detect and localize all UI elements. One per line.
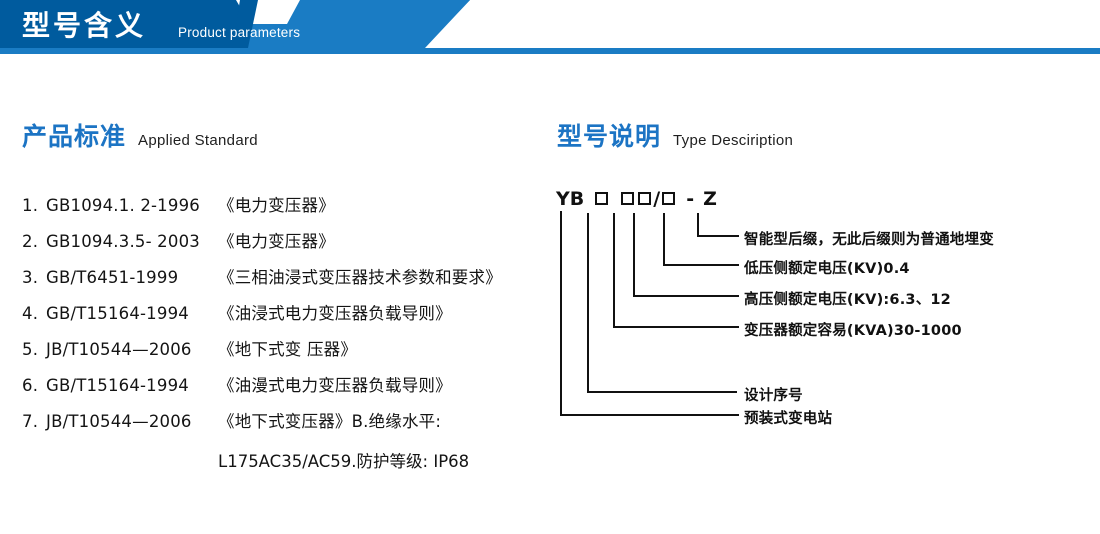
standard-code: GB1094.1. 2-1996 (46, 196, 200, 215)
type-code-diagram: YB / -Z 智能型后缀，无此后缀则为普通地埋变 低压侧额定电压(KV)0.4 高… (548, 188, 1093, 427)
type-code-prefix: YB (556, 188, 585, 210)
type-label-suffix: 智能型后缀，无此后缀则为普通地埋变 (744, 232, 994, 248)
standard-index: 1. (22, 196, 39, 215)
type-label-lv-voltage: 低压侧额定电压(KV)0.4 (744, 261, 910, 277)
standard-continuation-line: L175AC35/AC59.防护等级: IP68 (218, 452, 470, 471)
standard-title: 《油漫式电力变压器负载导则》 (218, 376, 452, 395)
type-label-capacity: 变压器额定容易(KVA)30-1000 (744, 323, 962, 339)
banner-shape (0, 0, 1100, 54)
list-item: 4. GB/T15164-1994 《油浸式电力变压器负载导则》 (22, 300, 552, 336)
section-heading-en: Type Desciription (673, 132, 794, 149)
banner-dark-edge (232, 0, 258, 48)
standard-title: 《电力变压器》 (218, 196, 335, 215)
list-item: 3. GB/T6451-1999 《三相油浸式变压器技术参数和要求》 (22, 264, 552, 300)
standard-index: 7. (22, 412, 39, 431)
standard-index: 3. (22, 268, 39, 287)
standard-code: JB/T10544—2006 (46, 340, 192, 359)
standard-title: 《油浸式电力变压器负载导则》 (218, 304, 452, 323)
code-box-capacity-1 (621, 192, 635, 205)
leader-capacity (613, 213, 739, 328)
code-box-design-no (595, 192, 609, 205)
standard-code: GB1094.3.5- 2003 (46, 232, 200, 251)
section-heading-cn: 产品标准 (22, 122, 127, 151)
list-item: 2. GB1094.3.5- 2003 《电力变压器》 (22, 228, 552, 264)
standard-code: GB/T15164-1994 (46, 304, 189, 323)
standard-index: 5. (22, 340, 39, 359)
section-heading-en: Applied Standard (138, 132, 258, 149)
banner-subtitle: Product parameters (178, 25, 301, 40)
list-item: 1. GB1094.1. 2-1996 《电力变压器》 (22, 192, 552, 228)
section-heading-type-description: 型号说明 Type Desciription (557, 117, 793, 153)
type-label-hv-voltage: 高压侧额定电压(KV):6.3、12 (744, 292, 951, 308)
section-heading-cn: 型号说明 (557, 122, 662, 151)
leader-lines (560, 211, 739, 416)
list-item: 6. GB/T15164-1994 《油漫式电力变压器负载导则》 (22, 372, 552, 408)
banner-bottom-rule (0, 48, 1100, 54)
standard-index: 6. (22, 376, 39, 395)
standard-index: 2. (22, 232, 39, 251)
type-code-string: YB / -Z (556, 188, 717, 210)
list-item: 5. JB/T10544—2006 《地下式变 压器》 (22, 336, 552, 372)
leader-hv-voltage (633, 213, 739, 297)
leader-substation (560, 211, 739, 416)
type-code-separator: / (653, 188, 661, 210)
standard-code: GB/T6451-1999 (46, 268, 179, 287)
standards-list: 1. GB1094.1. 2-1996 《电力变压器》 2. GB1094.3.… (22, 192, 552, 480)
standard-title: 《电力变压器》 (218, 232, 335, 251)
leader-lv-voltage (663, 213, 739, 266)
type-code-suffix: Z (703, 188, 717, 210)
leader-design-no (587, 213, 737, 393)
standard-title: 《地下式变压器》B.绝缘水平: (218, 412, 442, 431)
standard-index: 4. (22, 304, 39, 323)
type-label-substation: 预装式变电站 (744, 411, 833, 427)
standard-title: 《三相油浸式变压器技术参数和要求》 (218, 268, 502, 287)
code-box-lv-voltage (662, 192, 676, 205)
type-code-dash: - (686, 188, 695, 210)
standard-title: 《地下式变 压器》 (218, 340, 358, 359)
standard-code: GB/T15164-1994 (46, 376, 189, 395)
standard-code: JB/T10544—2006 (46, 412, 192, 431)
banner-light-block (283, 0, 470, 48)
banner-title: 型号含义 (22, 9, 147, 42)
type-label-design-no: 设计序号 (744, 388, 803, 404)
page-header-banner: 型号含义 Product parameters (0, 0, 1100, 55)
section-heading-applied-standard: 产品标准 Applied Standard (22, 117, 258, 153)
banner-dark-block (0, 0, 252, 48)
code-box-capacity-2 (638, 192, 652, 205)
leader-suffix (697, 213, 739, 237)
list-item: 7. JB/T10544—2006 《地下式变压器》B.绝缘水平: (22, 408, 552, 444)
type-label-group: 智能型后缀，无此后缀则为普通地埋变 低压侧额定电压(KV)0.4 高压侧额定电压… (548, 188, 1093, 427)
